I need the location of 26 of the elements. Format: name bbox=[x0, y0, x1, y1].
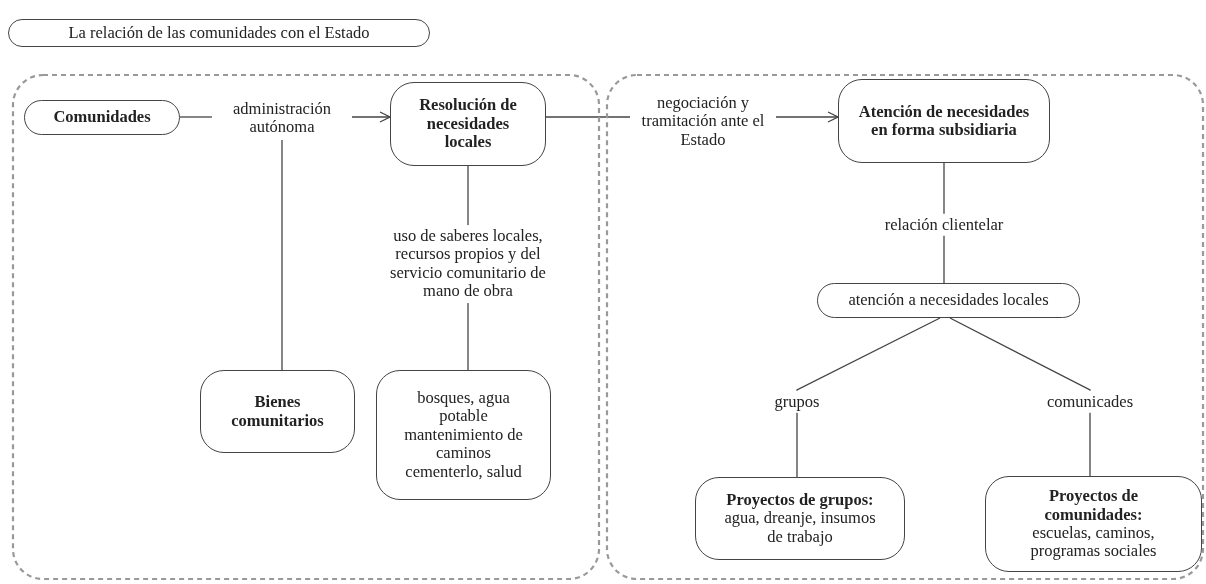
concept-box bbox=[985, 476, 1202, 572]
connector-line bbox=[949, 317, 1091, 477]
arrow bbox=[351, 111, 391, 123]
node-text: escuelas, caminos, programas sociales bbox=[1029, 524, 1158, 561]
node-text: La relación de las comunidades con el Estado bbox=[68, 23, 370, 43]
node-heading: Resolución de necesidades locales bbox=[418, 96, 518, 152]
node-heading: Proyectos de grupos: bbox=[726, 490, 874, 510]
concept-box bbox=[817, 283, 1080, 318]
concept-box bbox=[376, 370, 551, 500]
concept-box bbox=[24, 100, 180, 135]
connector-line bbox=[796, 317, 941, 478]
node-text: bosques, agua potable mantenimiento de caminos cementerlo, salud bbox=[403, 388, 524, 482]
node-heading: Bienes comunitarios bbox=[230, 393, 325, 430]
node-text: agua, dreanje, insumos de trabajo bbox=[723, 509, 877, 547]
connector-line bbox=[281, 139, 283, 371]
node-heading: Atención de necesidades en forma subsidiaria bbox=[857, 102, 1031, 140]
node-text: administración autónoma bbox=[231, 99, 333, 137]
concept-box bbox=[695, 477, 905, 560]
concept-box bbox=[200, 370, 355, 453]
node-text: atención a necesidades locales bbox=[848, 291, 1049, 310]
concept-box bbox=[838, 79, 1050, 163]
node-heading: Proyectos de comunidades: bbox=[1043, 487, 1144, 524]
node-heading: Comunidades bbox=[53, 108, 151, 127]
title-box bbox=[8, 19, 430, 47]
concept-box bbox=[390, 82, 546, 166]
connector-line bbox=[179, 116, 213, 118]
